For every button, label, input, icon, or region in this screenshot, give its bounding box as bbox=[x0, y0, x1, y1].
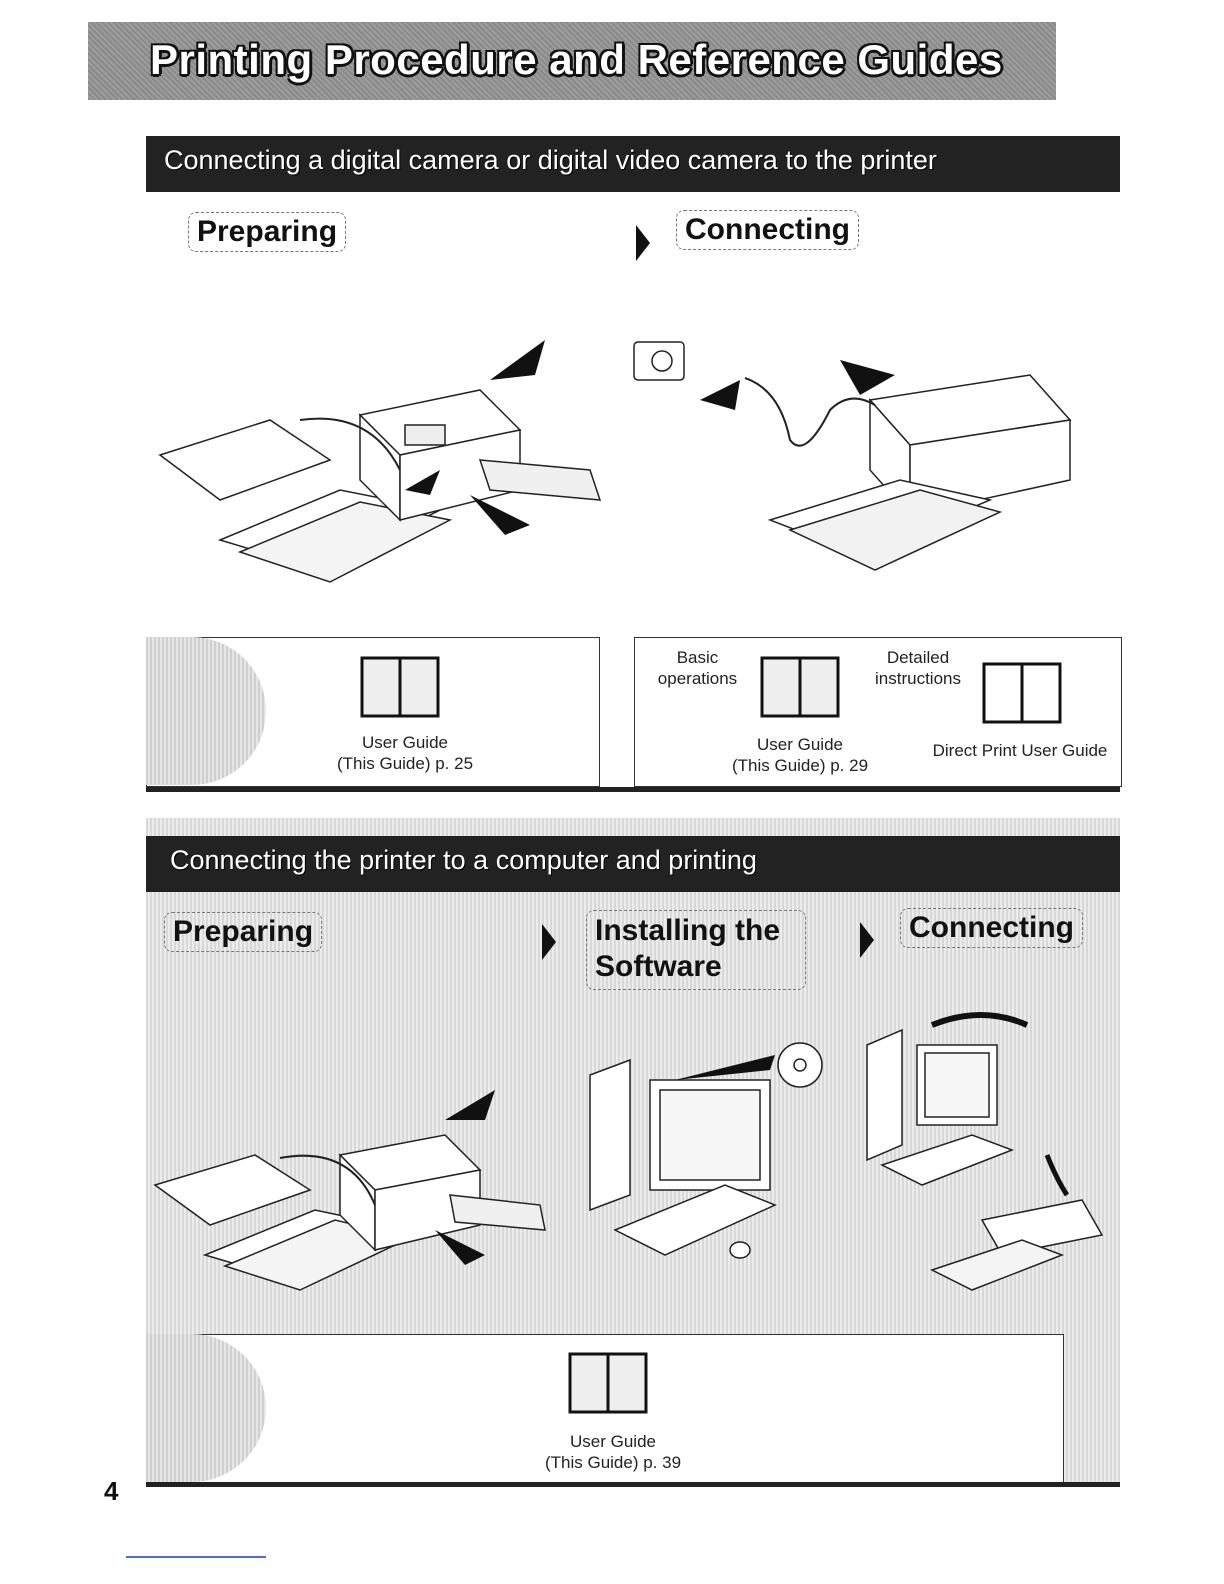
book-icon bbox=[982, 662, 1062, 724]
section1-bottom-rule bbox=[146, 787, 1120, 792]
reference-guide-tab bbox=[146, 1334, 266, 1482]
section2-bottom-rule bbox=[146, 1482, 1120, 1487]
book-icon bbox=[568, 1352, 648, 1414]
footer-rule bbox=[126, 1556, 266, 1558]
basic-operations-label: Basic operations bbox=[657, 648, 738, 688]
arrow-right-icon bbox=[542, 924, 556, 960]
arrow-right-icon bbox=[636, 225, 650, 261]
title-banner: Printing Procedure and Reference Guides bbox=[88, 22, 1056, 100]
direct-print-guide-caption: Direct Print User Guide bbox=[932, 741, 1108, 760]
arrow-right-icon bbox=[860, 922, 874, 958]
section1-ref-right-caption: User Guide (This Guide) p. 29 bbox=[731, 735, 869, 775]
section1-step-preparing: Preparing bbox=[188, 212, 347, 252]
section1-ref-left-caption: User Guide (This Guide) p. 25 bbox=[336, 733, 474, 773]
reference-guide-tab bbox=[146, 637, 266, 785]
section2-step-connecting: Connecting bbox=[900, 908, 1083, 948]
section1-step-connecting: Connecting bbox=[676, 210, 859, 250]
section2-step-preparing: Preparing bbox=[164, 912, 323, 952]
book-icon bbox=[360, 656, 440, 718]
section1-heading: Connecting a digital camera or digital v… bbox=[164, 145, 937, 175]
section2-step-installing: Installing the Software bbox=[586, 910, 806, 990]
section2-header: Connecting the printer to a computer and… bbox=[146, 836, 1120, 892]
computer-printer-illustration bbox=[866, 1012, 1104, 1291]
camera-printer-illustration bbox=[633, 341, 1072, 571]
page-title: Printing Procedure and Reference Guides bbox=[150, 36, 1003, 83]
book-icon bbox=[760, 656, 840, 718]
section2-heading: Connecting the printer to a computer and… bbox=[170, 845, 757, 875]
printer-paper-illustration-2 bbox=[153, 1090, 546, 1291]
computer-cd-illustration bbox=[589, 1042, 823, 1259]
section1-header: Connecting a digital camera or digital v… bbox=[146, 136, 1120, 192]
section2-ref-caption: User Guide (This Guide) p. 39 bbox=[544, 1432, 682, 1472]
detailed-instructions-label: Detailed instructions bbox=[875, 648, 961, 688]
page-number: 4 bbox=[104, 1476, 119, 1506]
printer-paper-illustration bbox=[158, 340, 602, 583]
